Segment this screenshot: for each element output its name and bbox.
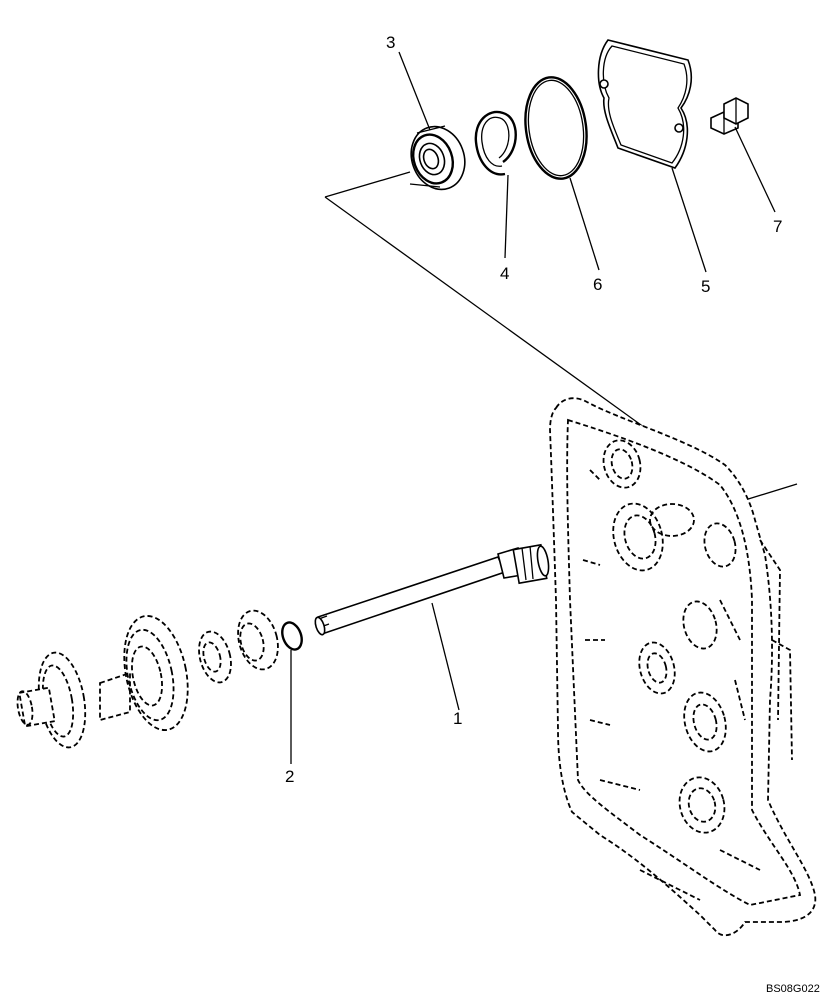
leader-lines (290, 51, 776, 764)
part-3-bearing (409, 125, 466, 191)
gear-assembly (16, 609, 279, 749)
callout-4: 4 (500, 264, 509, 283)
callout-labels: 3 4 6 5 7 1 2 (285, 33, 782, 786)
callout-3: 3 (386, 33, 395, 52)
callout-1: 1 (453, 709, 462, 728)
part-6-o-ring (524, 76, 588, 180)
part-4-snap-ring (474, 110, 517, 176)
leader-line-5 (671, 167, 707, 273)
callout-7: 7 (773, 217, 782, 236)
leader-line-1 (431, 602, 460, 711)
part-1-shaft (314, 543, 550, 636)
part-5-gasket (597, 39, 693, 169)
leader-line-3 (398, 51, 431, 131)
transmission-housing (549, 397, 817, 937)
leader-line-4 (504, 174, 509, 259)
part-2-o-ring (281, 621, 303, 651)
callout-6: 6 (593, 275, 602, 294)
leader-line-6 (569, 177, 600, 271)
leader-line-7 (734, 126, 776, 213)
callout-2: 2 (285, 767, 294, 786)
drawing-reference-code: BS08G022 (766, 983, 820, 995)
callout-5: 5 (701, 277, 710, 296)
part-7-plug (710, 97, 749, 135)
